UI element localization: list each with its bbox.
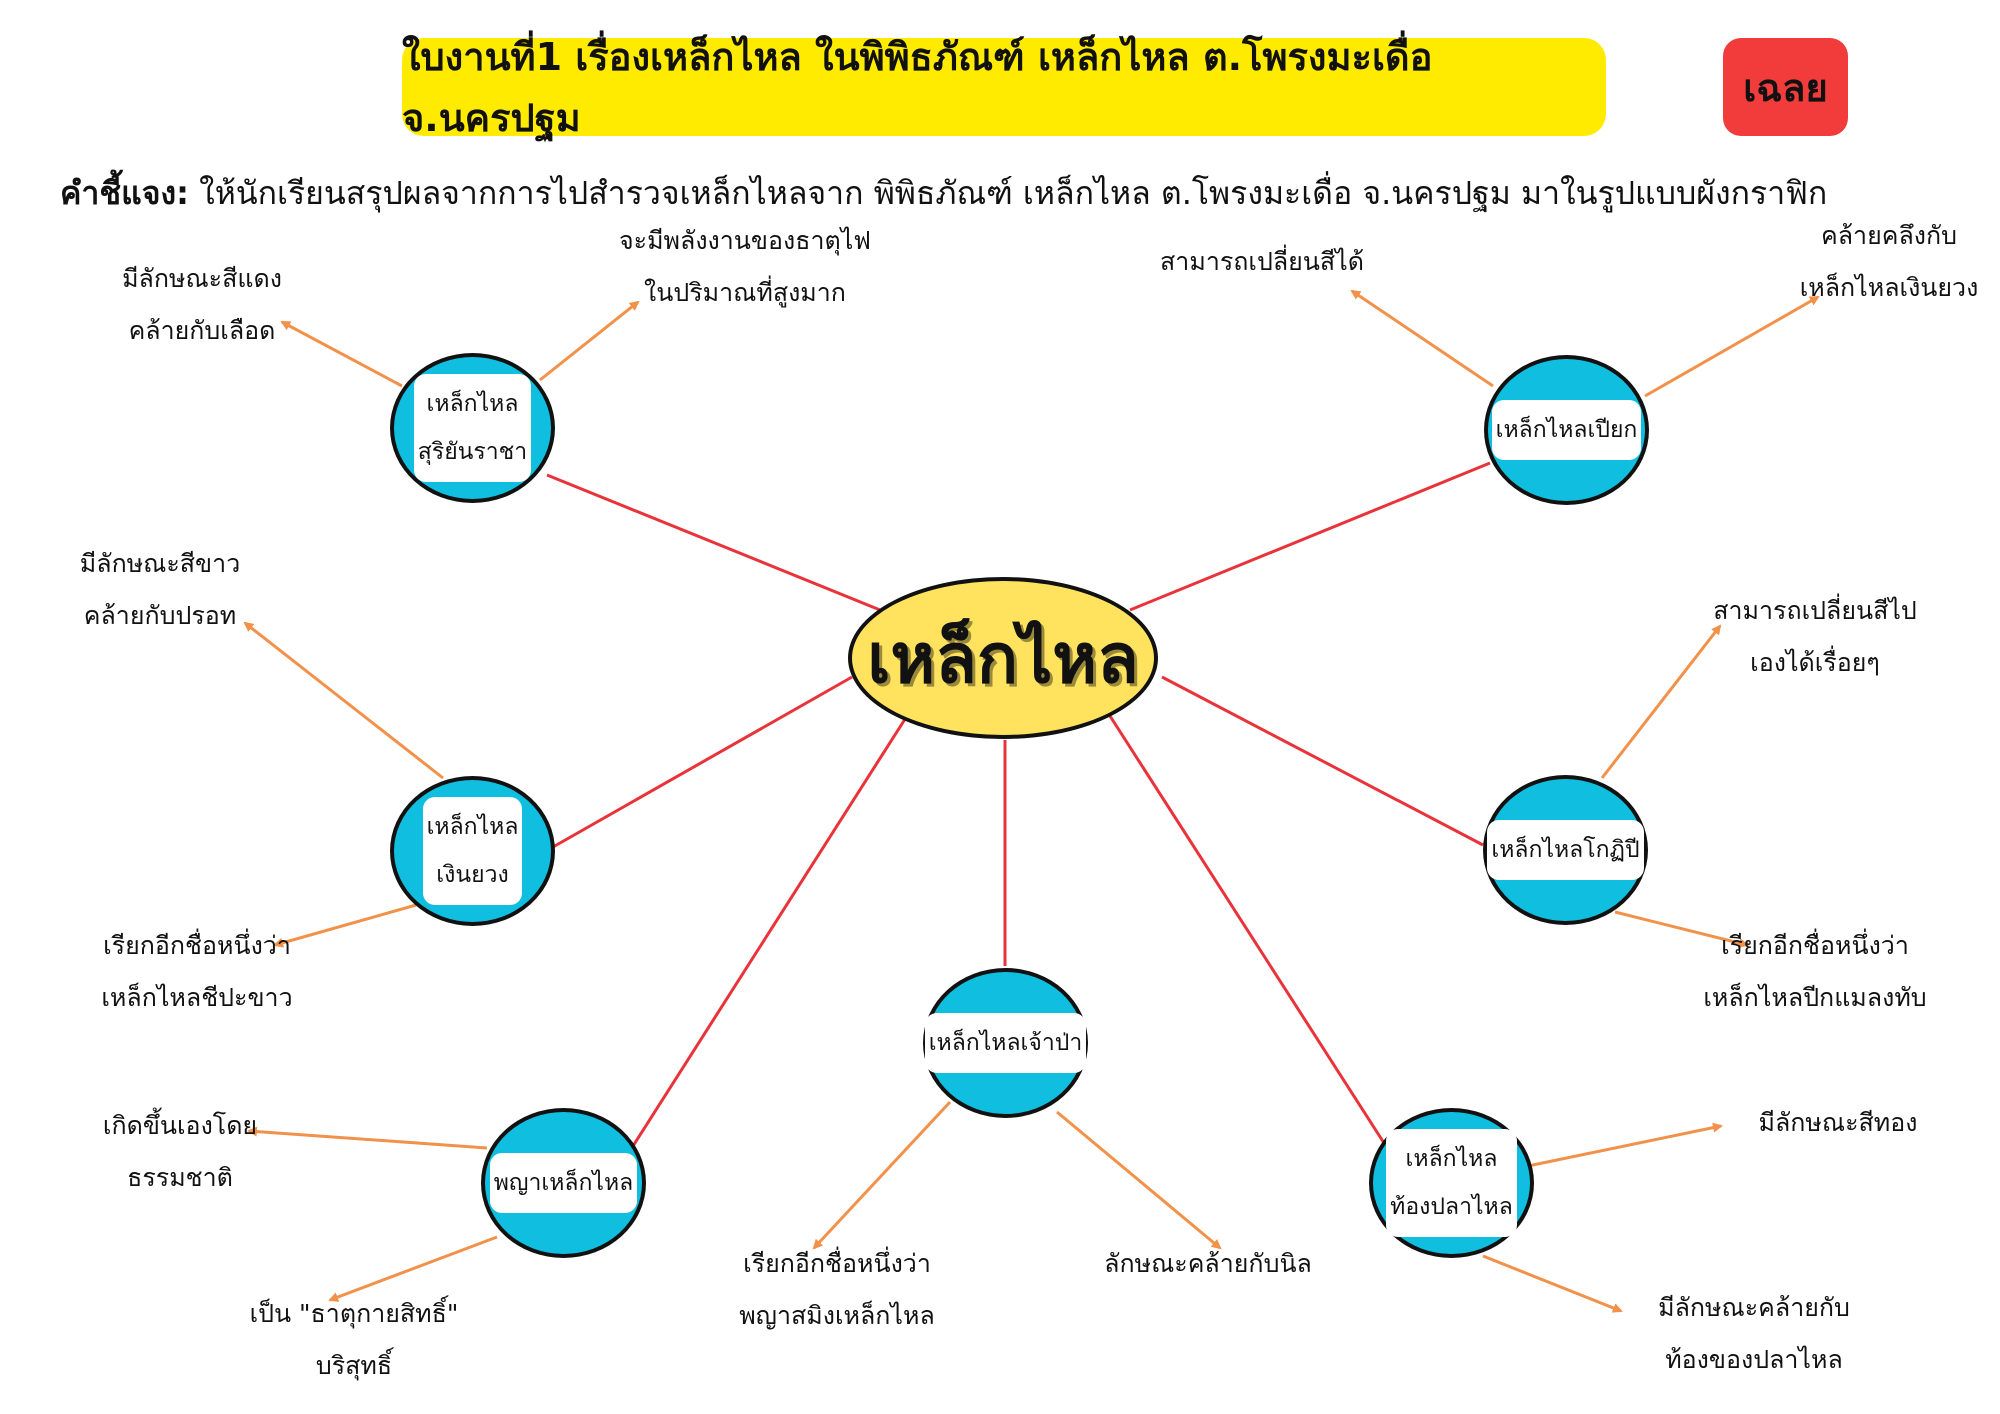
worksheet-title: ใบงานที่1 เรื่องเหล็กไหล ในพิพิธภัณฑ์ เห…	[402, 35, 1606, 140]
detail-arrow-kotipi-0	[1600, 624, 1722, 779]
detail-note-line: คล้ายคลึงกับ	[1821, 221, 1957, 250]
detail-note-thongpla-1: มีลักษณะคล้ายกับท้องของปลาไหล	[1658, 1282, 1850, 1386]
detail-note-line: เรียกอีกชื่อหนึ่งว่า	[743, 1249, 931, 1278]
spoke-line-piak	[1129, 461, 1491, 612]
subtopic-label-line: เหล็กไหลเจ้าป่า	[928, 1030, 1083, 1056]
detail-note-line: เรียกอีกชื่อหนึ่งว่า	[1721, 931, 1909, 960]
subtopic-label-line: พญาเหล็กไหล	[493, 1170, 634, 1196]
instruction-text: ให้นักเรียนสรุปผลจากการไปสำรวจเหล็กไหลจา…	[188, 174, 1828, 212]
detail-note-line: พญาสมิงเหล็กไหล	[739, 1301, 935, 1330]
detail-arrow-piak-0	[1350, 289, 1494, 388]
detail-arrow-thongpla-0	[1527, 1122, 1723, 1168]
detail-note-line: สามารถเปลี่ยนสีไป	[1713, 596, 1917, 625]
subtopic-label: เหล็กไหลสุริยันราชา	[413, 374, 532, 482]
subtopic-label-line: เหล็กไหลเปียก	[1495, 417, 1638, 443]
subtopic-label-line: เหล็กไหล	[426, 391, 519, 417]
subtopic-label-line: เหล็กไหล	[426, 814, 519, 840]
central-topic: เหล็กไหล	[848, 577, 1158, 739]
detail-note-line: เหล็กไหลชีปะขาว	[101, 983, 293, 1012]
subtopic-node-kotipi: เหล็กไหลโกฏิปี	[1483, 775, 1648, 925]
detail-arrow-phaya-1	[328, 1235, 498, 1302]
detail-note-line: ท้องของปลาไหล	[1665, 1345, 1843, 1374]
spoke-line-thongpla	[1108, 715, 1386, 1144]
detail-note-piak-1: คล้ายคลึงกับเหล็กไหลเงินยวง	[1800, 210, 1979, 314]
detail-note-line: คล้ายกับเลือด	[128, 316, 276, 345]
subtopic-label-line: เงินยวง	[436, 862, 509, 888]
detail-note-suriyan-0: มีลักษณะสีแดงคล้ายกับเลือด	[122, 253, 282, 357]
detail-arrow-suriyan-0	[280, 320, 403, 388]
detail-arrow-phaya-0	[247, 1126, 488, 1150]
spoke-line-kotipi	[1161, 675, 1484, 847]
subtopic-label: เหล็กไหลเปียก	[1491, 400, 1642, 460]
subtopic-label-line: ท้องปลาไหล	[1390, 1194, 1513, 1220]
detail-note-line: มีลักษณะคล้ายกับ	[1658, 1293, 1850, 1322]
detail-note-ngoenyuang-0: มีลักษณะสีขาวคล้ายกับปรอท	[80, 538, 240, 642]
subtopic-node-thongpla: เหล็กไหลท้องปลาไหล	[1369, 1108, 1534, 1258]
subtopic-label: เหล็กไหลท้องปลาไหล	[1386, 1129, 1517, 1237]
detail-note-thongpla-0: มีลักษณะสีทอง	[1759, 1097, 1918, 1149]
detail-arrow-ngoenyuang-1	[273, 903, 417, 948]
detail-note-piak-0: สามารถเปลี่ยนสีได้	[1160, 236, 1364, 288]
detail-note-line: บริสุทธิ์	[315, 1351, 393, 1380]
detail-arrow-piak-1	[1644, 295, 1820, 398]
detail-note-line: มีลักษณะสีทอง	[1758, 1108, 1918, 1137]
subtopic-label: เหล็กไหลเงินยวง	[422, 797, 523, 905]
detail-note-line: สามารถเปลี่ยนสีได้	[1160, 247, 1364, 276]
detail-note-line: คล้ายกับปรอท	[83, 601, 237, 630]
detail-note-line: ในปริมาณที่สูงมาก	[644, 278, 846, 307]
detail-note-line: เองได้เรื่อยๆ	[1750, 648, 1880, 677]
subtopic-node-phaya: พญาเหล็กไหล	[481, 1108, 646, 1258]
subtopic-label: พญาเหล็กไหล	[489, 1153, 638, 1213]
detail-note-ngoenyuang-1: เรียกอีกชื่อหนึ่งว่าเหล็กไหลชีปะขาว	[101, 920, 292, 1024]
detail-note-kotipi-1: เรียกอีกชื่อหนึ่งว่าเหล็กไหลปีกแมลงทับ	[1703, 920, 1926, 1024]
subtopic-label-line: เหล็กไหลโกฏิปี	[1491, 837, 1640, 863]
detail-note-line: เกิดขึ้นเองโดย	[102, 1111, 258, 1140]
detail-note-line: เรียกอีกชื่อหนึ่งว่า	[103, 931, 291, 960]
detail-note-line: เป็น "ธาตุกายสิทธิ์"	[249, 1299, 459, 1328]
detail-note-chaopa-1: ลักษณะคล้ายกับนิล	[1104, 1238, 1312, 1290]
detail-arrow-ngoenyuang-0	[243, 621, 444, 780]
subtopic-node-ngoenyuang: เหล็กไหลเงินยวง	[390, 776, 555, 926]
spoke-line-suriyan	[546, 473, 886, 614]
subtopic-node-suriyan: เหล็กไหลสุริยันราชา	[390, 353, 555, 503]
detail-note-line: จะมีพลังงานของธาตุไฟ	[618, 226, 872, 255]
detail-arrow-suriyan-1	[539, 300, 640, 382]
detail-note-line: ธรรมชาติ	[127, 1163, 233, 1192]
detail-arrow-kotipi-1	[1614, 910, 1749, 948]
subtopic-label: เหล็กไหลโกฏิปี	[1487, 820, 1644, 880]
detail-arrow-chaopa-1	[1056, 1110, 1222, 1250]
subtopic-node-chaopa: เหล็กไหลเจ้าป่า	[923, 968, 1088, 1118]
detail-note-phaya-0: เกิดขึ้นเองโดยธรรมชาติ	[103, 1100, 257, 1204]
detail-note-kotipi-0: สามารถเปลี่ยนสีไปเองได้เรื่อยๆ	[1713, 585, 1917, 689]
subtopic-label-line: เหล็กไหล	[1405, 1146, 1498, 1172]
subtopic-node-piak: เหล็กไหลเปียก	[1484, 355, 1649, 505]
detail-note-line: เหล็กไหลเงินยวง	[1799, 273, 1979, 302]
detail-note-suriyan-1: จะมีพลังงานของธาตุไฟในปริมาณที่สูงมาก	[619, 215, 871, 319]
detail-note-line: ลักษณะคล้ายกับนิล	[1104, 1249, 1312, 1278]
answer-key-badge: เฉลย	[1723, 38, 1848, 136]
spoke-line-phaya	[631, 715, 909, 1147]
detail-note-line: มีลักษณะสีขาว	[79, 549, 241, 578]
spoke-line-ngoenyuang	[552, 675, 853, 849]
detail-note-chaopa-0: เรียกอีกชื่อหนึ่งว่าพญาสมิงเหล็กไหล	[739, 1238, 935, 1342]
detail-note-phaya-1: เป็น "ธาตุกายสิทธิ์" บริสุทธิ์	[250, 1288, 459, 1392]
detail-arrow-thongpla-1	[1482, 1254, 1623, 1313]
detail-note-line: เหล็กไหลปีกแมลงทับ	[1703, 983, 1927, 1012]
detail-note-line: มีลักษณะสีแดง	[122, 264, 282, 293]
detail-arrow-chaopa-0	[812, 1100, 952, 1250]
subtopic-label: เหล็กไหลเจ้าป่า	[924, 1013, 1087, 1073]
instruction: คำชี้แจง: ให้นักเรียนสรุปผลจากการไปสำรวจ…	[60, 168, 1960, 219]
subtopic-label-line: สุริยันราชา	[417, 439, 528, 465]
instruction-label: คำชี้แจง:	[60, 174, 189, 212]
